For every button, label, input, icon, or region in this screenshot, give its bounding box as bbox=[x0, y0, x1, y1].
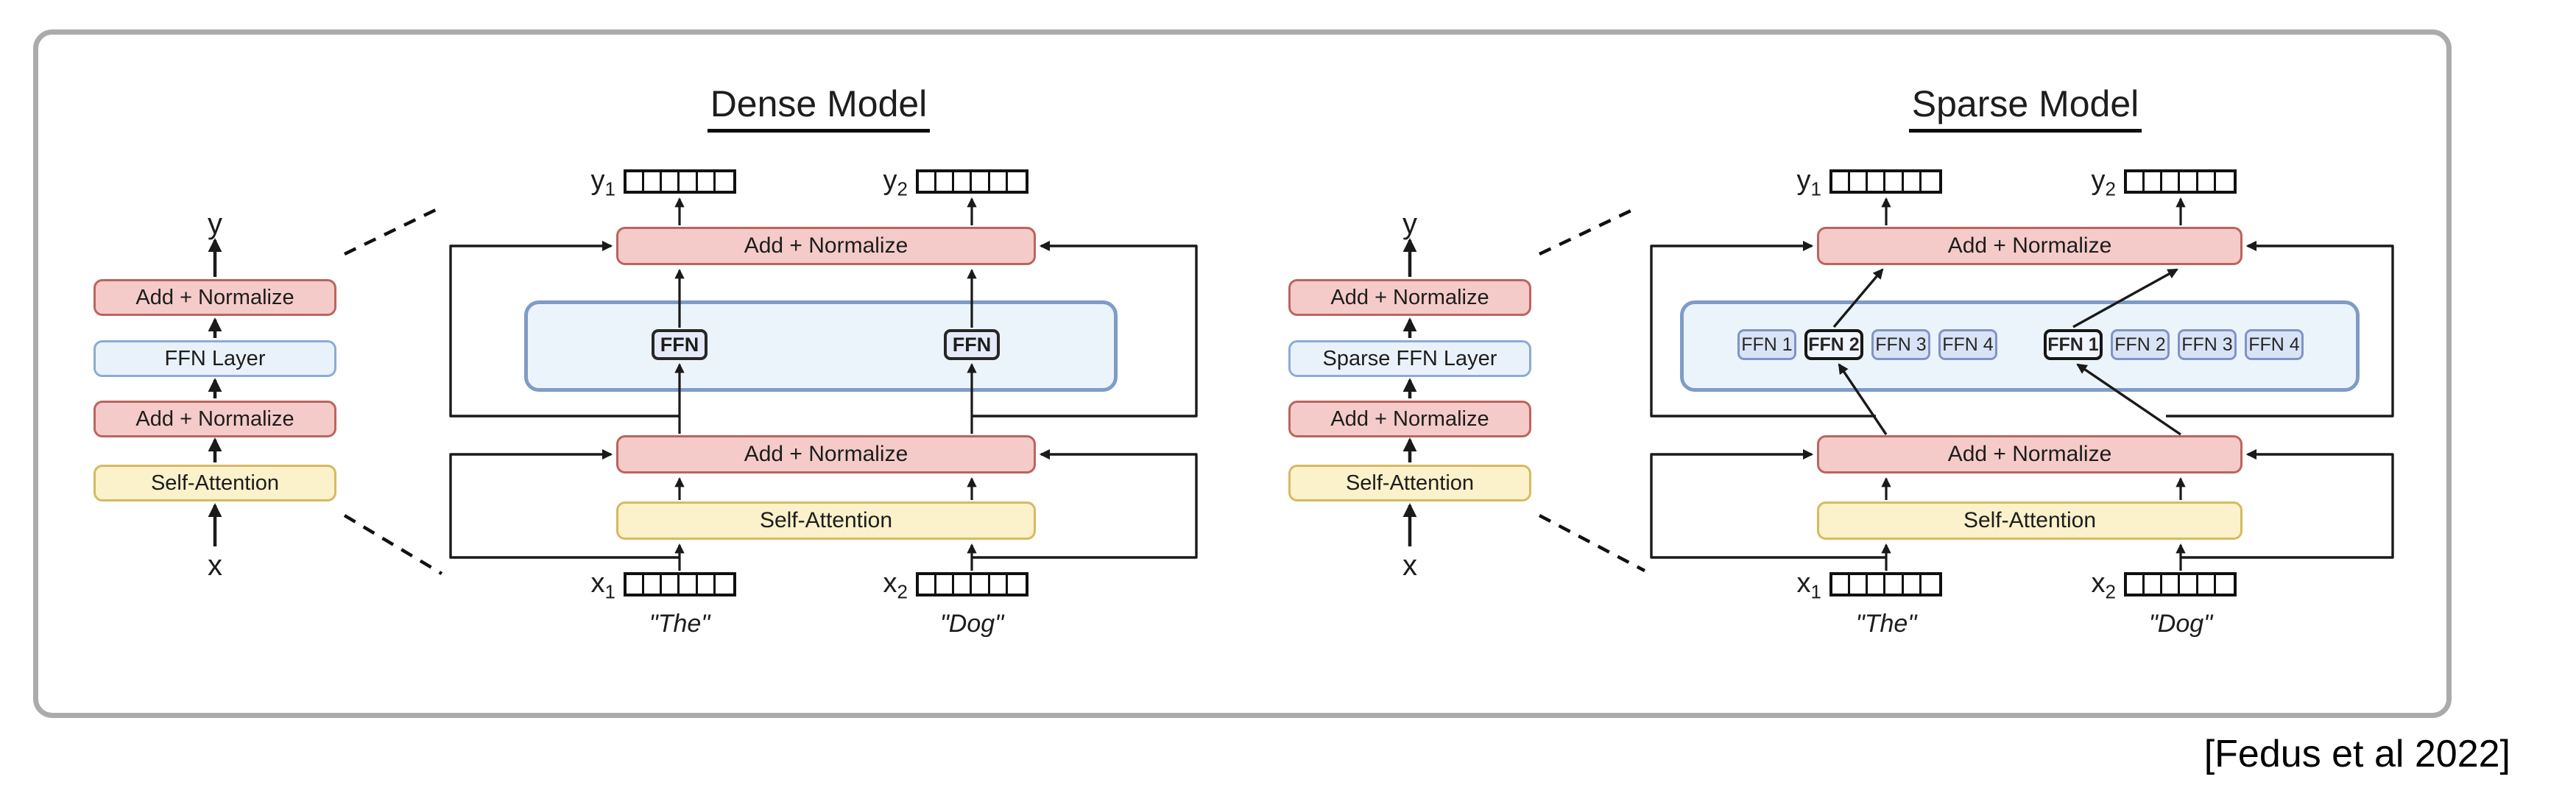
dense-ffn-container bbox=[524, 300, 1118, 392]
dense-word-dog: "Dog" bbox=[939, 610, 1004, 638]
sparse-expert-g1-ffn4: FFN 4 bbox=[1938, 329, 1997, 360]
sparse-expert-g1-ffn1: FFN 1 bbox=[1737, 329, 1796, 360]
dense-stack-add-normalize-1: Add + Normalize bbox=[93, 279, 336, 316]
sparse-y1-label: y1 bbox=[1796, 165, 1821, 200]
sparse-expert-g1-ffn3: FFN 3 bbox=[1871, 329, 1930, 360]
dense-stack-ffn-layer: FFN Layer bbox=[93, 340, 336, 377]
sparse-bottom-add-normalize: Add + Normalize bbox=[1817, 435, 2242, 474]
dense-y1-vector bbox=[624, 169, 736, 194]
sparse-x1-label: x1 bbox=[1796, 568, 1821, 603]
sparse-expert-g2-ffn1-selected: FFN 1 bbox=[2044, 329, 2103, 360]
sparse-y2-vector bbox=[2124, 169, 2237, 194]
sparse-top-add-normalize: Add + Normalize bbox=[1817, 227, 2242, 265]
dense-title: Dense Model bbox=[635, 82, 1003, 133]
dense-y1-label: y1 bbox=[590, 165, 615, 200]
sparse-stack-sparse-ffn-layer: Sparse FFN Layer bbox=[1288, 340, 1531, 377]
sparse-word-the: "The" bbox=[1855, 610, 1917, 638]
dense-x1-vector bbox=[624, 572, 736, 596]
dense-stack-self-attention: Self-Attention bbox=[93, 465, 336, 501]
sparse-x2-vector bbox=[2124, 572, 2237, 596]
sparse-expert-g1-ffn2-selected: FFN 2 bbox=[1804, 329, 1863, 360]
sparse-stack-input-label: x bbox=[1402, 549, 1417, 582]
dense-top-add-normalize: Add + Normalize bbox=[616, 227, 1036, 265]
dense-ffn-left: FFN bbox=[652, 329, 707, 360]
dense-y2-vector bbox=[916, 169, 1028, 194]
dense-x2-label: x2 bbox=[883, 568, 908, 603]
dense-stack-add-normalize-2: Add + Normalize bbox=[93, 401, 336, 437]
sparse-stack-self-attention: Self-Attention bbox=[1288, 465, 1531, 501]
sparse-stack-add-normalize-1: Add + Normalize bbox=[1288, 279, 1531, 316]
figure-caption: [Fedus et al 2022] bbox=[2203, 733, 2510, 775]
sparse-expert-g2-ffn2: FFN 2 bbox=[2111, 329, 2170, 360]
sparse-y1-vector bbox=[1829, 169, 1942, 194]
sparse-expert-g2-ffn3: FFN 3 bbox=[2178, 329, 2237, 360]
sparse-y2-label: y2 bbox=[2091, 165, 2116, 200]
sparse-x2-label: x2 bbox=[2091, 568, 2116, 603]
dense-x1-label: x1 bbox=[590, 568, 615, 603]
sparse-word-dog: "Dog" bbox=[2148, 610, 2213, 638]
dense-bottom-add-normalize: Add + Normalize bbox=[616, 435, 1036, 474]
sparse-x1-vector bbox=[1829, 572, 1942, 596]
sparse-stack-output-label: y bbox=[1402, 208, 1417, 240]
dense-stack-output-label: y bbox=[208, 208, 222, 240]
dense-self-attention: Self-Attention bbox=[616, 501, 1036, 540]
sparse-self-attention: Self-Attention bbox=[1817, 501, 2242, 540]
sparse-stack-add-normalize-2: Add + Normalize bbox=[1288, 401, 1531, 437]
dense-x2-vector bbox=[916, 572, 1028, 596]
dense-stack-input-label: x bbox=[208, 549, 222, 582]
dense-y2-label: y2 bbox=[883, 165, 908, 200]
dense-word-the: "The" bbox=[649, 610, 710, 638]
dense-ffn-right: FFN bbox=[944, 329, 1000, 360]
sparse-expert-g2-ffn4: FFN 4 bbox=[2245, 329, 2304, 360]
sparse-title: Sparse Model bbox=[1841, 82, 2209, 133]
